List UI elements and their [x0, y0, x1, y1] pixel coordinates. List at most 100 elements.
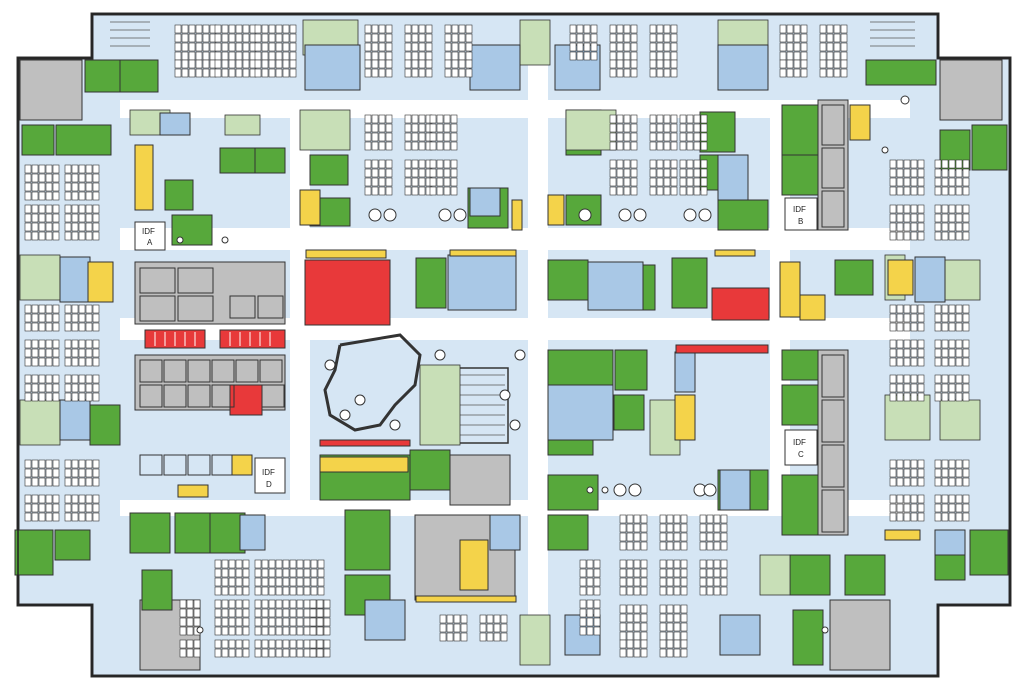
workstation-desk [626, 613, 634, 623]
workstation-desk [941, 177, 949, 187]
workstation-desk [903, 477, 911, 487]
workstation-desk [670, 42, 678, 52]
workstation-desk [903, 392, 911, 402]
workstation-desk [917, 494, 925, 504]
workstation-desk [242, 617, 250, 627]
workstation-desk [955, 357, 963, 367]
workstation-desk [275, 648, 283, 658]
workstation-desk [934, 357, 942, 367]
workstation-desk [896, 159, 904, 169]
workstation-desk [941, 222, 949, 232]
workstation-desk [779, 33, 787, 43]
workstation-desk [296, 568, 304, 578]
workstation-desk [261, 33, 269, 43]
workstation-desk [962, 204, 970, 214]
workstation-desk [962, 459, 970, 469]
workstation-desk [948, 392, 956, 402]
workstation-desk [670, 132, 678, 142]
workstation-desk [64, 459, 72, 469]
workstation-desk [92, 459, 100, 469]
workstation-desk [793, 68, 801, 78]
workstation-desk [699, 568, 707, 578]
workstation-desk [934, 322, 942, 332]
workstation-desk [713, 559, 721, 569]
workstation-desk [955, 222, 963, 232]
workstation-desk [364, 59, 372, 69]
workstation-desk [910, 383, 918, 393]
workstation-desk [569, 33, 577, 43]
workstation-desk [52, 173, 60, 183]
workstation-desk [71, 213, 79, 223]
workstation-desk [303, 639, 311, 649]
workstation-desk [934, 348, 942, 358]
workstation-desk [411, 68, 419, 78]
idf-c-label: IDF C [784, 429, 818, 466]
workstation-desk [24, 191, 32, 201]
workstation-desk [316, 617, 324, 627]
workstation-desk [633, 631, 641, 641]
workstation-desk [296, 608, 304, 618]
workstation-desk [896, 357, 904, 367]
workstation-desk [934, 374, 942, 384]
workstation-desk [626, 577, 634, 587]
workstation-desk [282, 33, 290, 43]
workstation-desk [38, 322, 46, 332]
workstation-desk [221, 599, 229, 609]
workstation-desk [242, 33, 250, 43]
workstation-desk [31, 503, 39, 513]
workstation-desk [45, 322, 53, 332]
workstation-desk [214, 577, 222, 587]
workstation-desk [800, 59, 808, 69]
workstation-desk [371, 68, 379, 78]
workstation-desk [436, 114, 444, 124]
workstation-desk [779, 51, 787, 61]
workstation-desk [188, 42, 196, 52]
workstation-desk [616, 33, 624, 43]
workstation-desk [45, 392, 53, 402]
workstation-desk [45, 313, 53, 323]
workstation-desk [903, 186, 911, 196]
workstation-desk [221, 33, 229, 43]
workstation-desk [385, 24, 393, 34]
workstation-desk [934, 304, 942, 314]
workstation-desk [720, 541, 728, 551]
idf-b-text-2: B [798, 217, 803, 226]
workstation-desk [948, 222, 956, 232]
workstation-desk [590, 42, 598, 52]
workstation-desk [214, 33, 222, 43]
workstation-desk [228, 24, 236, 34]
workstation-desk [64, 164, 72, 174]
workstation-desk [316, 648, 324, 658]
workstation-desk [451, 33, 459, 43]
workstation-desk [786, 24, 794, 34]
workstation-desk [45, 383, 53, 393]
workstation-desk [659, 613, 667, 623]
workstation-desk [934, 392, 942, 402]
workstation-desk [450, 114, 458, 124]
workstation-desk [593, 577, 601, 587]
workstation-desk [465, 24, 473, 34]
workstation-desk [649, 51, 657, 61]
workstation-desk [453, 614, 461, 624]
workstation-desk [78, 503, 86, 513]
workstation-desk [31, 213, 39, 223]
workstation-desk [934, 313, 942, 323]
workstation-desk [378, 141, 386, 151]
workstation-desk [71, 512, 79, 522]
workstation-desk [663, 141, 671, 151]
workstation-desk [700, 186, 708, 196]
workstation-desk [693, 186, 701, 196]
workstation-desk [903, 374, 911, 384]
workstation-desk [282, 559, 290, 569]
workstation-desk [436, 132, 444, 142]
workstation-desk [889, 357, 897, 367]
workstation-desk [955, 477, 963, 487]
workstation-desk [31, 477, 39, 487]
workstation-desk [593, 617, 601, 627]
workstation-desk [24, 512, 32, 522]
workstation-desk [673, 648, 681, 658]
workstation-desk [593, 586, 601, 596]
workstation-desk [228, 599, 236, 609]
workstation-desk [71, 383, 79, 393]
workstation-desk [64, 231, 72, 241]
